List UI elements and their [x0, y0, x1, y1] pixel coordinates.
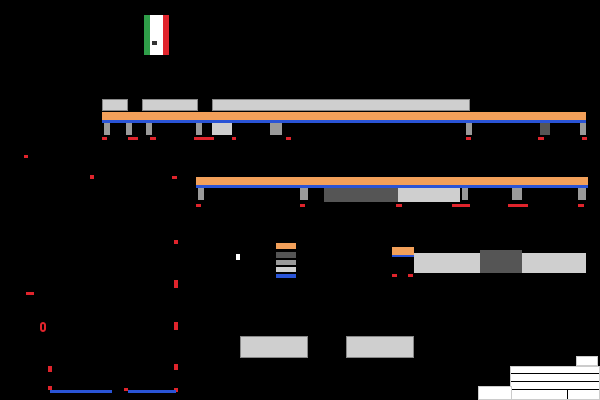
red-dimension-marker-icon — [174, 280, 178, 288]
middle-column — [462, 188, 468, 200]
red-dimension-marker-icon — [26, 292, 34, 295]
section-light-panel-left — [414, 253, 480, 273]
flag-logo-icon — [144, 15, 169, 55]
red-dimension-marker-icon — [174, 322, 178, 330]
upper-roof-panel-1 — [102, 99, 128, 111]
red-dimension-marker-icon — [174, 388, 178, 392]
red-dimension-marker-icon — [128, 137, 138, 140]
upper-column — [212, 123, 232, 135]
red-dimension-marker-icon — [90, 175, 94, 179]
middle-column — [578, 188, 586, 200]
red-dimension-marker-icon — [392, 274, 397, 277]
title-block-row — [511, 381, 599, 382]
legend — [276, 243, 296, 279]
title-block-small-cell — [576, 356, 598, 366]
red-dimension-marker-icon — [538, 137, 544, 140]
upper-blue-base — [102, 120, 586, 123]
legend-swatch-orange — [276, 243, 296, 249]
middle-light-panel — [398, 188, 460, 202]
section-orange-block — [392, 247, 414, 255]
red-dimension-marker-icon — [24, 155, 28, 158]
red-dimension-marker-icon — [232, 137, 236, 140]
section-blue-line — [392, 255, 414, 257]
upper-column — [146, 123, 152, 135]
red-dimension-marker-icon — [466, 137, 471, 140]
red-dimension-marker-icon — [174, 364, 178, 370]
upper-column — [466, 123, 472, 135]
bottom-panel-left — [240, 336, 308, 358]
upper-column — [126, 123, 132, 135]
red-dimension-marker-icon — [124, 388, 128, 391]
small-section-marker-icon — [236, 254, 240, 260]
upper-column — [540, 123, 550, 135]
red-dimension-marker-icon — [48, 386, 52, 390]
section-dark-panel — [480, 250, 522, 273]
legend-swatch-gray-dark — [276, 252, 296, 258]
red-dimension-marker-icon — [300, 204, 305, 207]
red-dimension-marker-icon — [48, 366, 52, 372]
middle-dark-panel — [324, 188, 398, 202]
title-block-row — [511, 373, 599, 374]
section-light-panel-right — [522, 253, 586, 273]
red-dimension-marker-icon — [508, 204, 528, 207]
middle-column — [300, 188, 308, 200]
upper-column — [196, 123, 202, 135]
upper-column — [270, 123, 282, 135]
title-block-divider — [567, 389, 568, 399]
red-dimension-marker-icon — [408, 274, 413, 277]
title-block-side-cell — [478, 386, 512, 400]
title-block-row — [511, 389, 599, 390]
upper-orange-beam — [102, 112, 586, 120]
red-dimension-marker-icon — [582, 137, 587, 140]
red-dimension-marker-icon — [172, 176, 177, 179]
upper-roof-panel-3 — [212, 99, 470, 111]
red-dimension-marker-icon — [174, 240, 178, 244]
red-dimension-marker-icon — [150, 137, 156, 140]
legend-swatch-gray-mid — [276, 260, 296, 265]
middle-blue-base — [196, 185, 588, 188]
red-dimension-marker-icon — [40, 322, 46, 332]
red-dimension-marker-icon — [102, 137, 107, 140]
red-dimension-marker-icon — [196, 204, 201, 207]
plan-blue-base-right — [128, 390, 176, 393]
middle-column — [512, 188, 522, 200]
red-dimension-marker-icon — [396, 204, 402, 207]
red-dimension-marker-icon — [286, 137, 291, 140]
red-dimension-marker-icon — [452, 204, 470, 207]
middle-orange-beam — [196, 177, 588, 185]
plan-blue-base-left — [50, 390, 112, 393]
title-block — [510, 366, 600, 400]
bottom-panel-right — [346, 336, 414, 358]
upper-roof-panel-2 — [142, 99, 198, 111]
red-dimension-marker-icon — [578, 204, 584, 207]
legend-swatch-gray-light — [276, 267, 296, 272]
upper-column — [104, 123, 110, 135]
upper-column — [580, 123, 586, 135]
legend-swatch-blue — [276, 274, 296, 278]
middle-column — [198, 188, 204, 200]
red-dimension-marker-icon — [194, 137, 214, 140]
